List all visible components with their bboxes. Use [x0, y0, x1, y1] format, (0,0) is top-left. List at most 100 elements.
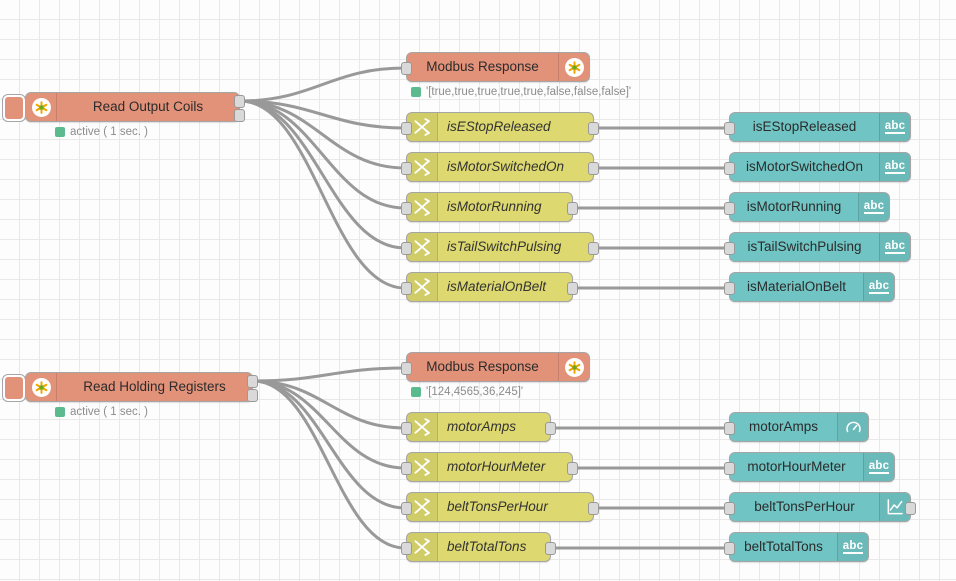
dashboard-node-motorHourMeter[interactable]: motorHourMeter abc — [724, 452, 895, 482]
node-icon — [407, 233, 438, 261]
output-port[interactable] — [247, 375, 258, 388]
input-port[interactable] — [401, 282, 412, 295]
status-text: '[124,4565,36,245]' — [426, 386, 524, 398]
input-port[interactable] — [401, 542, 412, 555]
input-port[interactable] — [724, 462, 735, 475]
node-label: beltTonsPerHour — [447, 499, 548, 514]
input-port[interactable] — [724, 242, 735, 255]
node-icon — [879, 493, 910, 521]
wire — [239, 99, 406, 290]
status-text: '[true,true,true,true,true,false,false,f… — [426, 86, 632, 98]
input-port[interactable] — [724, 202, 735, 215]
wire — [239, 99, 406, 170]
input-port[interactable] — [401, 122, 412, 135]
output-port[interactable] — [545, 542, 556, 555]
dashboard-node-motorAmps[interactable]: motorAmps — [724, 412, 869, 442]
node-status-registers: active ( 1 sec. ) — [55, 406, 148, 418]
output-port[interactable] — [567, 282, 578, 295]
input-port[interactable] — [401, 202, 412, 215]
wire — [252, 379, 406, 430]
node-icon: abc — [879, 233, 910, 261]
input-port[interactable] — [401, 362, 412, 375]
change-node-isMotorRunning[interactable]: isMotorRunning — [401, 192, 578, 222]
input-port[interactable] — [401, 462, 412, 475]
node-trigger-button[interactable] — [2, 94, 26, 122]
output-port[interactable] — [234, 95, 245, 108]
node-label: isMotorRunning — [447, 199, 542, 214]
input-port[interactable] — [401, 502, 412, 515]
node-trigger-button[interactable] — [2, 374, 26, 402]
node-icon — [26, 93, 57, 121]
modbus-icon — [564, 357, 584, 377]
node-label: isEStopReleased — [752, 119, 857, 134]
dashboard-node-beltTotalTons[interactable]: beltTotalTons abc — [724, 532, 869, 562]
input-port[interactable] — [724, 422, 735, 435]
line-chart-icon — [887, 499, 903, 515]
dashboard-node-beltTonsPerHour[interactable]: beltTonsPerHour — [724, 492, 916, 522]
node-label: beltTotalTons — [744, 539, 823, 554]
modbus-response-node-registers[interactable]: Modbus Response — [401, 352, 590, 382]
change-node-isTailSwitchPulsing[interactable]: isTailSwitchPulsing — [401, 232, 599, 262]
output-port[interactable] — [545, 422, 556, 435]
input-port[interactable] — [401, 422, 412, 435]
wire — [252, 379, 406, 510]
status-text: active ( 1 sec. ) — [70, 126, 148, 138]
output-port[interactable] — [234, 109, 245, 122]
node-label: Read Output Coils — [92, 99, 204, 114]
modbus-response-node-coils[interactable]: Modbus Response — [401, 52, 590, 82]
change-node-motorHourMeter[interactable]: motorHourMeter — [401, 452, 578, 482]
output-port[interactable] — [588, 242, 599, 255]
node-label: isTailSwitchPulsing — [447, 239, 562, 254]
input-port[interactable] — [724, 542, 735, 555]
swap-arrows-icon — [414, 278, 430, 296]
input-port[interactable] — [401, 242, 412, 255]
abc-text-icon: abc — [868, 460, 890, 474]
node-label: Modbus Response — [426, 59, 539, 74]
gauge-icon — [845, 421, 861, 432]
node-icon — [407, 153, 438, 181]
node-label: motorHourMeter — [747, 459, 846, 474]
wire — [239, 66, 406, 103]
modbus-read-node-registers[interactable]: Read Holding Registers — [2, 372, 258, 402]
change-node-beltTonsPerHour[interactable]: beltTonsPerHour — [401, 492, 599, 522]
node-icon — [407, 193, 438, 221]
input-port[interactable] — [724, 282, 735, 295]
wire — [239, 99, 406, 250]
output-port[interactable] — [588, 162, 599, 175]
status-dot — [411, 87, 421, 97]
input-port[interactable] — [724, 502, 735, 515]
output-port[interactable] — [588, 502, 599, 515]
abc-text-icon: abc — [842, 540, 864, 554]
node-icon — [407, 453, 438, 481]
output-port[interactable] — [567, 462, 578, 475]
input-port[interactable] — [724, 162, 735, 175]
node-label: Modbus Response — [426, 359, 539, 374]
change-node-isMaterialOnBelt[interactable]: isMaterialOnBelt — [401, 272, 578, 302]
output-port[interactable] — [588, 122, 599, 135]
change-node-motorAmps[interactable]: motorAmps — [401, 412, 556, 442]
output-port[interactable] — [905, 502, 916, 515]
status-text: active ( 1 sec. ) — [70, 406, 148, 418]
input-port[interactable] — [401, 162, 412, 175]
swap-arrows-icon — [414, 118, 430, 136]
input-port[interactable] — [724, 122, 735, 135]
change-node-isEStopReleased[interactable]: isEStopReleased — [401, 112, 599, 142]
node-icon: abc — [863, 273, 894, 301]
swap-arrows-icon — [414, 498, 430, 516]
change-node-isMotorSwitchedOn[interactable]: isMotorSwitchedOn — [401, 152, 599, 182]
input-port[interactable] — [401, 62, 412, 75]
wire — [239, 99, 406, 210]
node-label: motorAmps — [447, 419, 517, 434]
change-node-beltTotalTons[interactable]: beltTotalTons — [401, 532, 556, 562]
status-dot — [55, 407, 65, 417]
output-port[interactable] — [567, 202, 578, 215]
output-port[interactable] — [247, 389, 258, 402]
node-icon: abc — [837, 533, 868, 561]
modbus-read-node-coils[interactable]: Read Output Coils — [2, 92, 245, 122]
